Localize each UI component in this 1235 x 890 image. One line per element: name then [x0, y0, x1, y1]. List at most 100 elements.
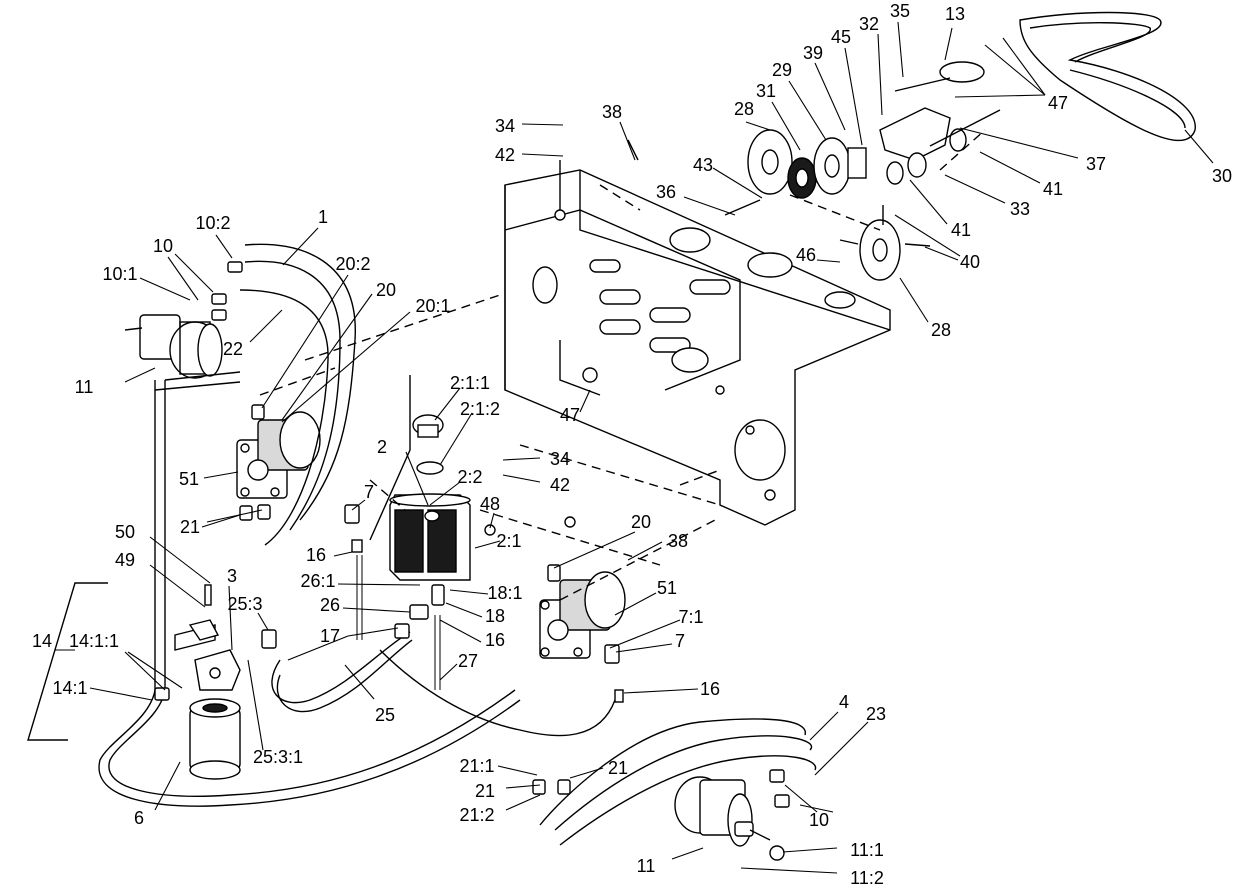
leader-line	[740, 867, 838, 874]
callout-2-1-1: 2:1:1	[450, 373, 490, 393]
assembly-brackets	[27, 375, 411, 741]
leader-line	[247, 659, 264, 751]
leader-line	[124, 367, 156, 383]
callout-37: 37	[1086, 154, 1106, 174]
callout-14-1-1: 14:1:1	[69, 631, 119, 651]
leader-lines	[55, 21, 1214, 874]
leader-line	[201, 514, 241, 528]
leader-line	[249, 309, 283, 343]
callout-20b: 20	[376, 280, 396, 300]
callout-36: 36	[656, 182, 676, 202]
main-frame	[504, 169, 891, 526]
callout-11-2: 11:2	[850, 868, 884, 888]
callout-25-3: 25:3	[227, 594, 262, 614]
leader-line	[924, 246, 959, 261]
leader-line	[167, 256, 199, 301]
leader-line	[569, 767, 604, 779]
hydraulic-hoses	[98, 243, 817, 846]
callout-20-2: 20:2	[335, 254, 370, 274]
leader-line	[619, 121, 636, 161]
leader-line	[497, 765, 538, 776]
leader-line	[502, 474, 541, 483]
leader-line	[502, 457, 541, 461]
leader-line	[344, 664, 375, 700]
callout-50: 50	[115, 522, 135, 542]
leader-line	[206, 509, 263, 523]
leader-line	[897, 21, 904, 78]
callout-2-1: 2:1	[496, 531, 521, 551]
callout-labels: 122:12:1:12:1:22:2346777:1101010:110:211…	[32, 1, 1232, 888]
callout-30: 30	[1212, 166, 1232, 186]
leader-line	[261, 274, 349, 409]
leader-line	[712, 167, 763, 199]
pulley-assembly	[559, 61, 1001, 281]
leader-line	[282, 227, 319, 266]
callout-29: 29	[772, 60, 792, 80]
callout-25-3-1: 25:3:1	[253, 747, 303, 767]
callout-21c: 21	[475, 781, 495, 801]
callout-33: 33	[1010, 199, 1030, 219]
leader-line	[439, 663, 458, 681]
callout-34b: 34	[550, 449, 570, 469]
leader-line	[844, 47, 863, 146]
fittings	[154, 261, 790, 808]
callout-47a: 47	[1048, 93, 1068, 113]
callout-7b: 7	[675, 631, 685, 651]
leader-line	[909, 179, 948, 225]
leader-line	[228, 585, 233, 651]
callout-48: 48	[480, 494, 500, 514]
leader-line	[281, 311, 411, 423]
leader-line	[405, 451, 429, 506]
hydraulic-pump-right	[539, 571, 626, 659]
callout-4: 4	[839, 692, 849, 712]
callout-16c: 16	[700, 679, 720, 699]
leader-line	[429, 481, 461, 506]
leader-line	[683, 196, 736, 216]
callout-10a: 10	[153, 236, 173, 256]
oil-filter	[189, 698, 241, 780]
leader-line	[814, 721, 869, 776]
leader-line	[1184, 129, 1214, 164]
callout-27: 27	[458, 651, 478, 671]
callout-49: 49	[115, 550, 135, 570]
callout-20-1: 20:1	[415, 296, 450, 316]
callout-45: 45	[831, 27, 851, 47]
callout-10b: 10	[809, 810, 829, 830]
leader-line	[627, 541, 663, 561]
part-drawings	[27, 11, 1196, 861]
leader-line	[154, 761, 181, 811]
leader-line	[449, 589, 489, 595]
leader-line	[287, 635, 349, 661]
callout-16a: 16	[306, 545, 326, 565]
callout-38b: 38	[668, 531, 688, 551]
callout-16b: 16	[485, 630, 505, 650]
callout-46: 46	[796, 245, 816, 265]
callout-41b: 41	[951, 220, 971, 240]
leader-line	[333, 551, 353, 557]
callout-14-1: 14:1	[52, 678, 87, 698]
leader-line	[124, 651, 166, 691]
leader-line	[799, 804, 834, 813]
leader-line	[257, 612, 269, 631]
leader-line	[1002, 37, 1046, 96]
callout-11b: 11	[637, 856, 656, 876]
callout-28b: 28	[931, 320, 951, 340]
leader-line	[489, 512, 495, 529]
leader-line	[944, 27, 953, 61]
callout-22: 22	[223, 339, 243, 359]
callout-47b: 47	[560, 405, 580, 425]
leader-line	[149, 536, 211, 584]
leader-line	[609, 619, 681, 649]
callout-20a: 20	[631, 512, 651, 532]
leader-line	[623, 688, 699, 694]
leader-line	[521, 153, 564, 157]
leader-line	[215, 234, 233, 259]
callout-21-1: 21:1	[459, 756, 494, 776]
leader-line	[784, 784, 818, 813]
leader-line	[809, 711, 839, 741]
leader-line	[439, 412, 473, 466]
callout-21b: 21	[608, 758, 628, 778]
callout-31: 31	[756, 81, 776, 101]
leader-line	[521, 123, 564, 126]
